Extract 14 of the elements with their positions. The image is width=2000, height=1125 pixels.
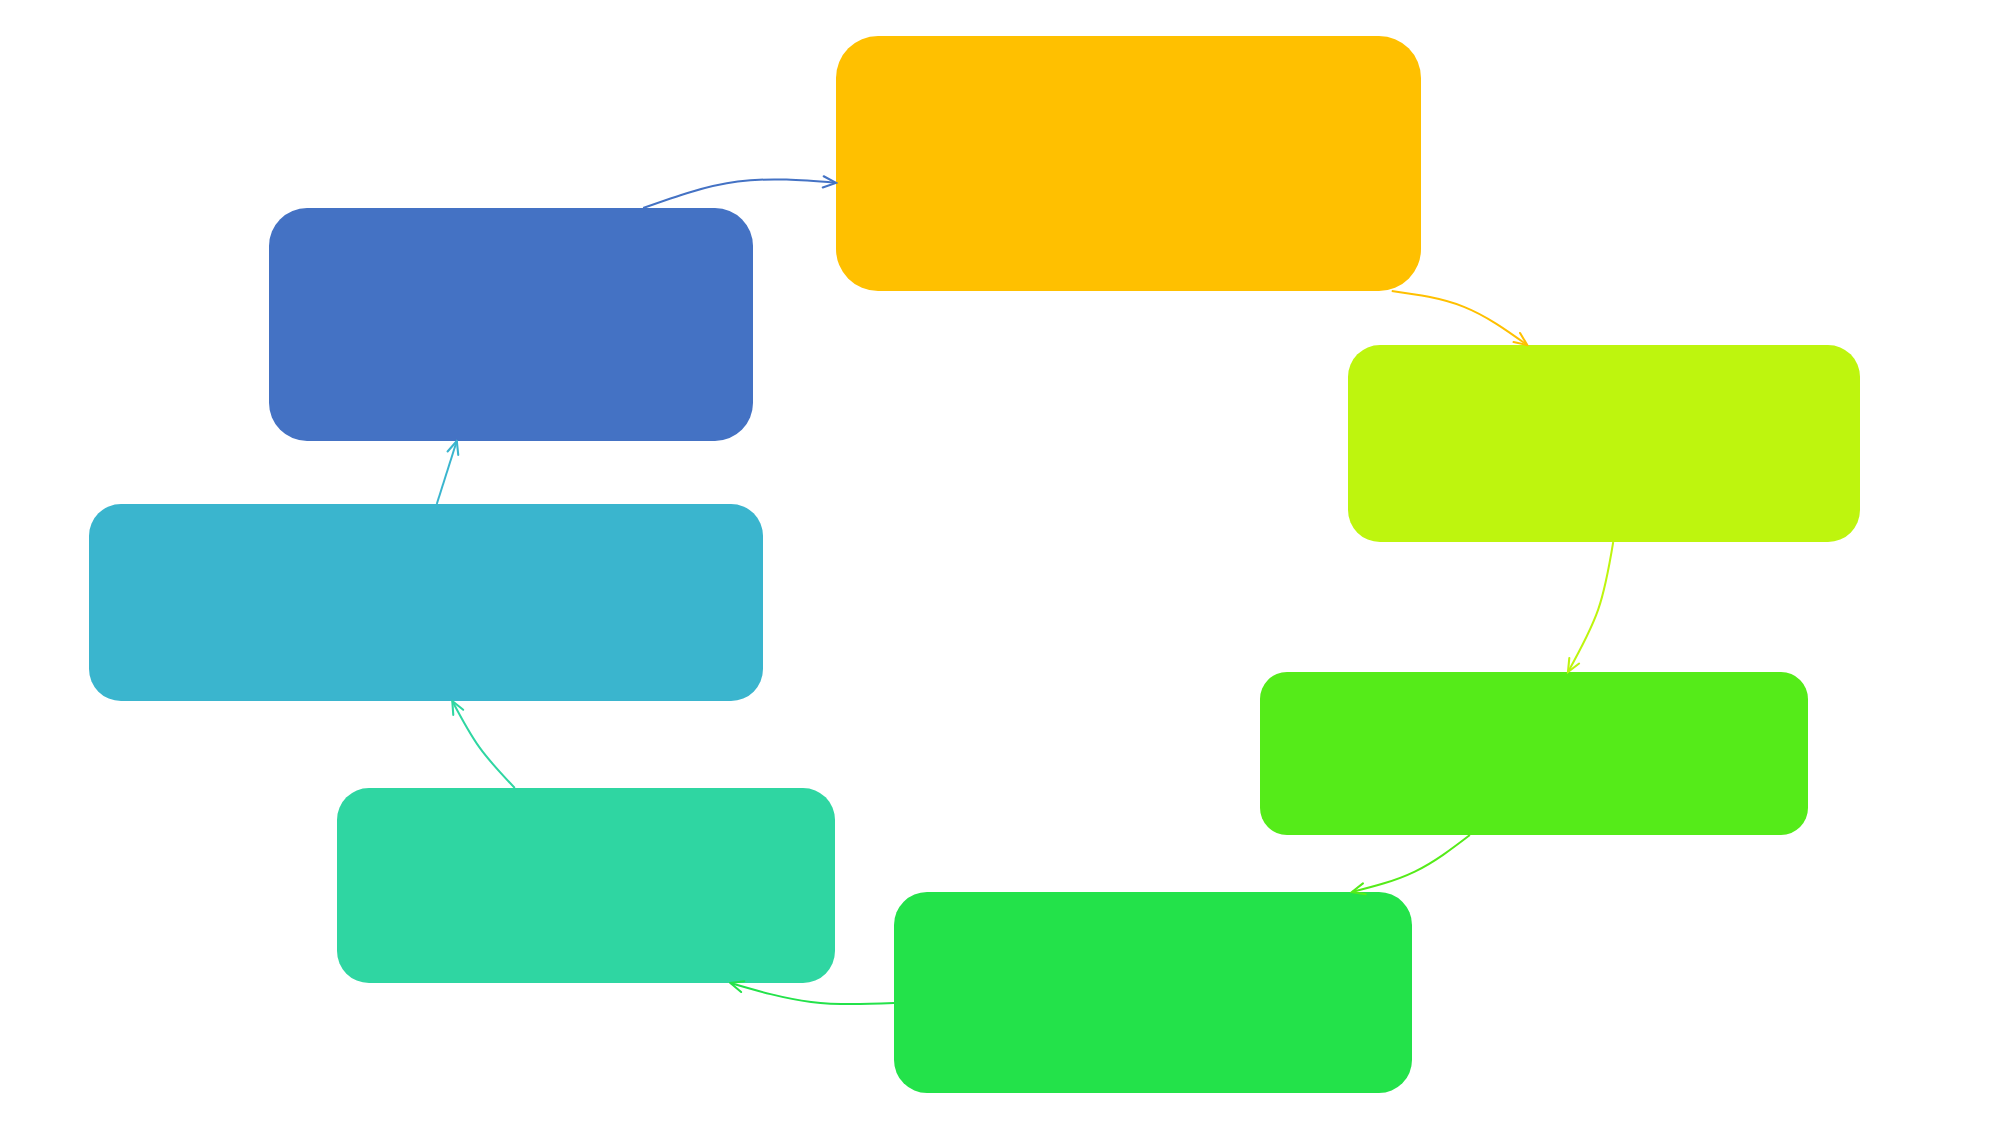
rounded-box <box>1260 672 1808 835</box>
curved-arrow <box>435 439 460 505</box>
curved-arrow <box>1566 541 1615 674</box>
curved-arrow <box>729 980 895 1006</box>
rounded-box <box>836 36 1421 291</box>
curved-arrow <box>642 175 838 209</box>
curved-arrow <box>1390 290 1529 347</box>
rounded-box <box>89 504 763 701</box>
rounded-box <box>1348 345 1860 542</box>
curved-arrow <box>451 699 516 789</box>
rounded-box <box>269 208 753 441</box>
rounded-box <box>337 788 835 983</box>
rounded-box <box>894 892 1412 1093</box>
curved-arrow <box>1350 834 1471 896</box>
